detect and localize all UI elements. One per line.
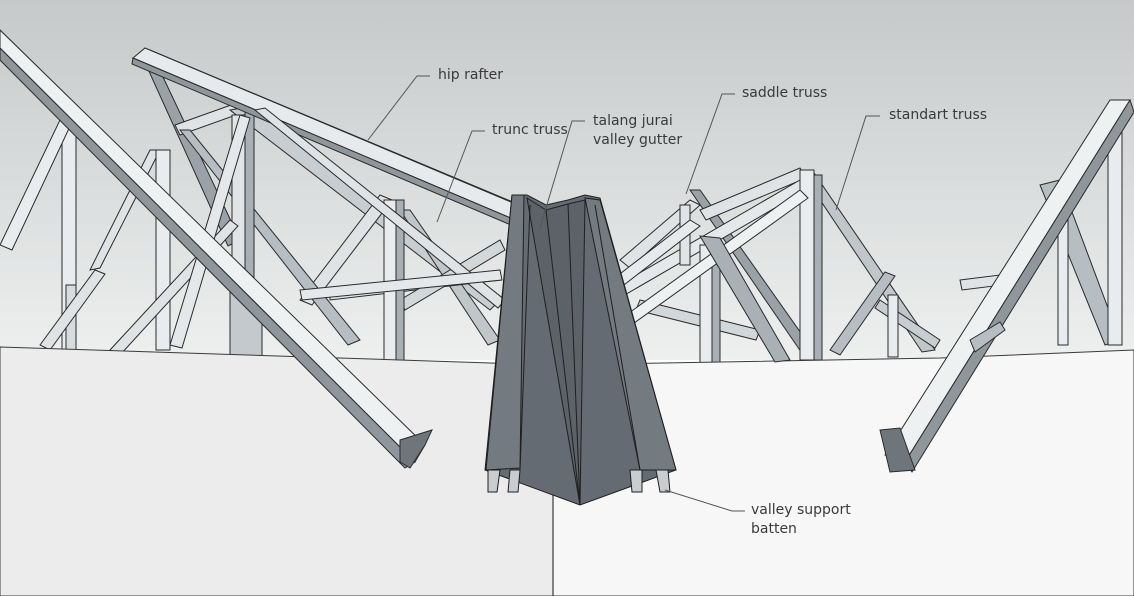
label-valley-gutter-line2: valley gutter <box>593 132 683 148</box>
leader-trunc-truss <box>436 130 485 223</box>
left-diagonal-rafter <box>0 29 433 469</box>
label-valley-support-line2: batten <box>751 521 797 537</box>
label-trunc-truss: trunc truss <box>492 122 568 138</box>
leader-valley-gutter <box>539 120 585 229</box>
label-valley-gutter-line1: talang jurai <box>593 113 673 129</box>
label-valley-support-batten: valley support batten <box>751 501 851 539</box>
leader-lines <box>367 75 880 512</box>
leader-saddle-truss <box>685 93 735 195</box>
leader-standart-truss <box>835 115 880 211</box>
label-standart-truss: standart truss <box>889 107 988 123</box>
central-diagonal-members <box>253 107 809 363</box>
ground-left <box>0 346 554 596</box>
valley-gutter <box>484 194 677 506</box>
leader-valley-support <box>664 489 745 512</box>
label-saddle-truss: saddle truss <box>742 85 828 101</box>
label-hip-rafter: hip rafter <box>438 67 503 83</box>
right-diagonal-rafter <box>879 98 1134 473</box>
label-valley-support-line1: valley support <box>751 502 851 518</box>
label-valley-gutter: talang jurai valley gutter <box>593 112 682 150</box>
leader-hip-rafter <box>367 75 430 141</box>
